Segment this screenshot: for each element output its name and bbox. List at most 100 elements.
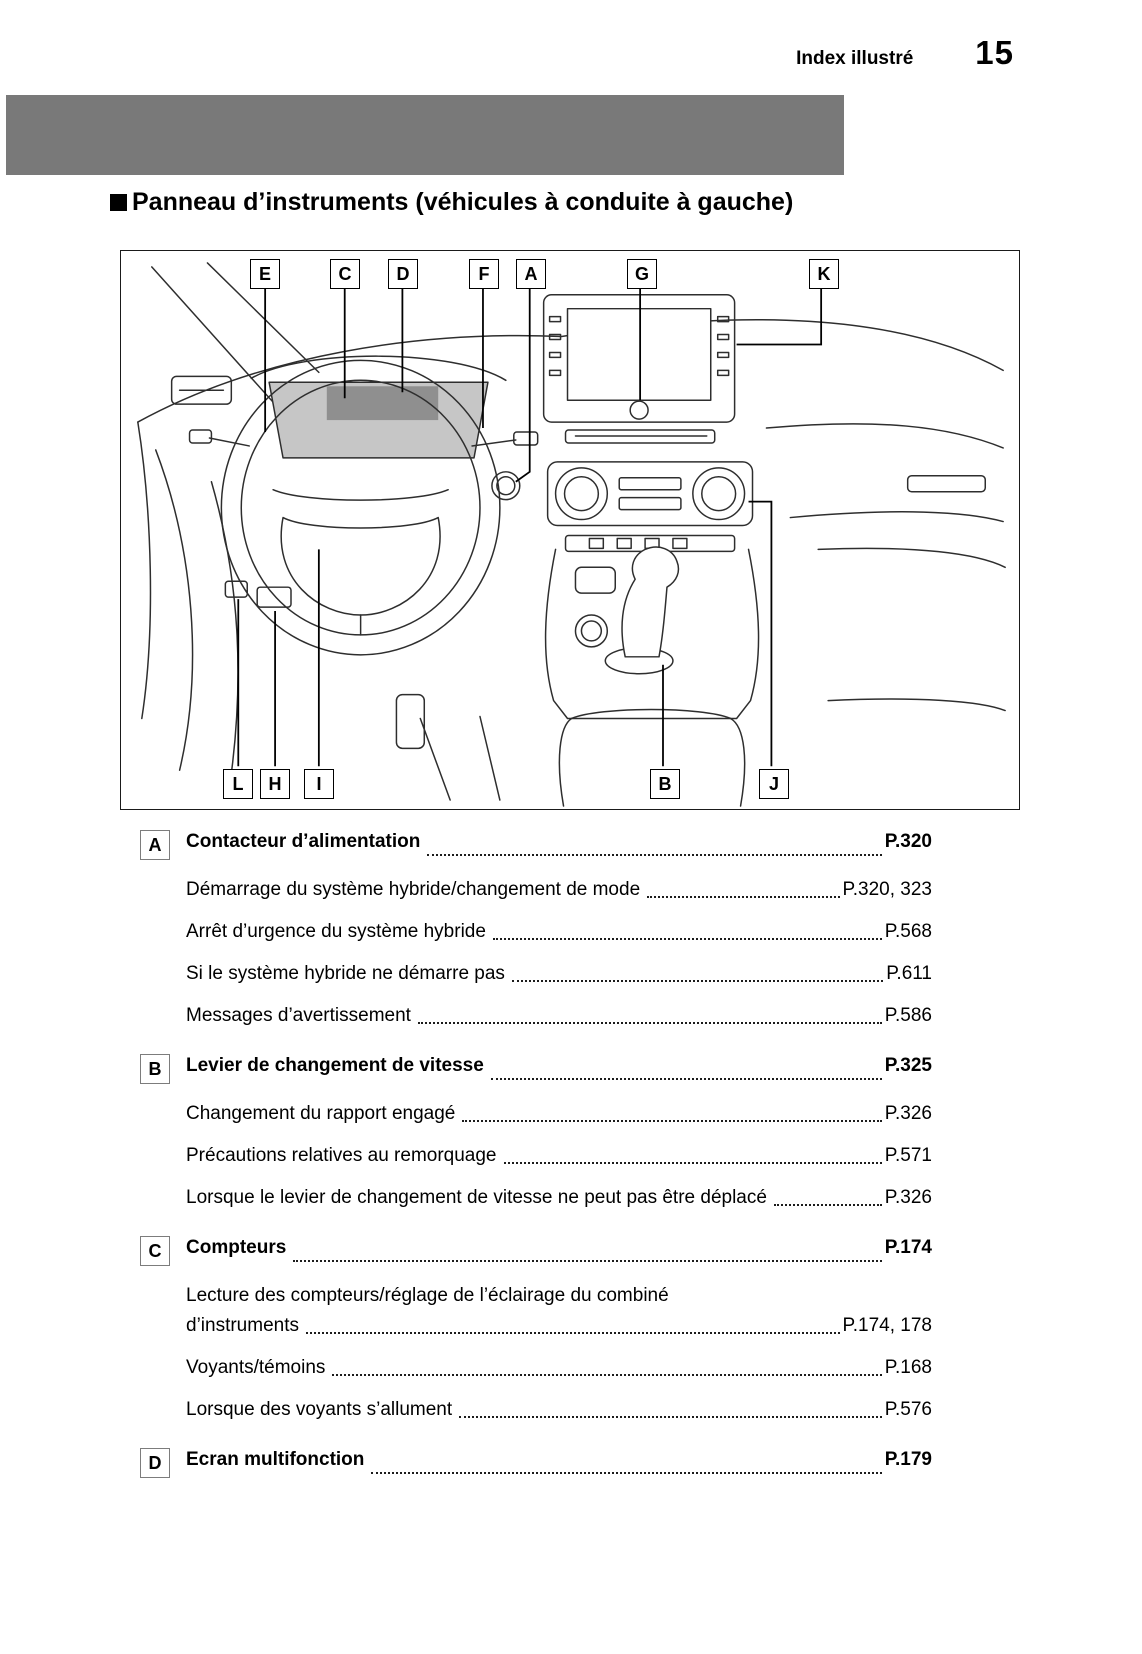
entry-head: A Contacteur d’alimentation P.320 [140, 830, 932, 860]
pedals [395, 693, 501, 801]
dashboard-diagram: E C D F A G K L H I B J [120, 250, 1020, 810]
page-ref: P.320 [884, 831, 932, 852]
seat [558, 708, 746, 807]
index-sub-item-line2: d’instruments P.174, 178 [140, 1314, 932, 1338]
page-ref: P.586 [884, 1005, 932, 1026]
callout-l: L [223, 769, 253, 799]
index-entry-d: D Ecran multifonction P.179 [140, 1448, 932, 1478]
callout-h: H [260, 769, 290, 799]
entry-letter-box: A [140, 830, 170, 860]
left-switch-panel [224, 580, 292, 608]
entry-letter-box: D [140, 1448, 170, 1478]
page-ref: P.325 [884, 1055, 932, 1076]
sub-item-label: Si le système hybride ne démarre pas [186, 963, 505, 984]
dotted-leader [332, 1374, 882, 1376]
callout-b: B [650, 769, 680, 799]
steering-wheel [220, 359, 501, 656]
dashboard-illustration [137, 262, 1006, 807]
entry-head: C Compteurs P.174 [140, 1236, 932, 1266]
square-bullet-icon [110, 194, 127, 211]
page-ref: P.326 [884, 1103, 932, 1124]
instrument-cluster [250, 355, 507, 459]
dotted-leader [490, 1078, 882, 1080]
page-ref: P.174 [884, 1237, 932, 1258]
entry-title: Ecran multifonction [186, 1449, 365, 1470]
infotainment-screen [542, 294, 736, 444]
index-sub-item-line1: Lecture des compteurs/réglage de l’éclai… [140, 1284, 932, 1308]
index-sub-item: Changement du rapport engagé P.326 [140, 1102, 932, 1126]
entry-letter-box: B [140, 1054, 170, 1084]
entry-head: B Levier de changement de vitesse P.325 [140, 1054, 932, 1084]
illustrated-index: A Contacteur d’alimentation P.320 Démarr… [140, 830, 932, 1478]
callout-e: E [250, 259, 280, 289]
callout-i: I [304, 769, 334, 799]
index-sub-item: Précautions relatives au remorquage P.57… [140, 1144, 932, 1168]
passenger-dash [765, 423, 1006, 712]
sub-item-label: Lorsque le levier de changement de vites… [186, 1187, 767, 1208]
index-sub-item: Démarrage du système hybride/changement … [140, 878, 932, 902]
index-entry-b: B Levier de changement de vitesse P.325 … [140, 1054, 932, 1210]
sub-item-label: Voyants/témoins [186, 1357, 326, 1378]
section-banner [6, 95, 844, 175]
callout-g: G [627, 259, 657, 289]
index-sub-item: Lorsque des voyants s’allument P.576 [140, 1398, 932, 1422]
entry-title: Compteurs [186, 1237, 287, 1258]
sub-item-label: d’instruments [186, 1315, 299, 1336]
sub-item-label: Lecture des compteurs/réglage de l’éclai… [186, 1285, 669, 1306]
sub-item-label: Démarrage du système hybride/changement … [186, 879, 641, 900]
page-header: Index illustré 15 [0, 34, 1014, 72]
page-ref: P.611 [886, 963, 932, 984]
sub-item-label: Arrêt d’urgence du système hybride [186, 921, 486, 942]
dotted-leader [417, 1022, 882, 1024]
control-stalks [188, 429, 539, 447]
sub-item-label: Messages d’avertissement [186, 1005, 411, 1026]
dotted-leader [503, 1162, 882, 1164]
index-sub-item: Messages d’avertissement P.586 [140, 1004, 932, 1028]
sub-item-label: Précautions relatives au remorquage [186, 1145, 497, 1166]
callout-j: J [759, 769, 789, 799]
index-sub-item: Lorsque le levier de changement de vites… [140, 1186, 932, 1210]
entry-title: Levier de changement de vitesse [186, 1055, 484, 1076]
entry-head: D Ecran multifonction P.179 [140, 1448, 932, 1478]
header-title: Index illustré [796, 48, 914, 69]
page-ref: P.174, 178 [842, 1315, 932, 1336]
index-sub-item: Si le système hybride ne démarre pas P.6… [140, 962, 932, 986]
climate-controls [546, 461, 754, 553]
callout-f: F [469, 259, 499, 289]
dotted-leader [427, 854, 882, 856]
dotted-leader [773, 1204, 882, 1206]
sub-item-label: Changement du rapport engagé [186, 1103, 456, 1124]
index-sub-item: Voyants/témoins P.168 [140, 1356, 932, 1380]
section-title-text: Panneau d’instruments (véhicules à condu… [132, 188, 794, 216]
sub-item-label: Lorsque des voyants s’allument [186, 1399, 453, 1420]
dotted-leader [492, 938, 882, 940]
dotted-leader [306, 1332, 840, 1334]
callout-a: A [516, 259, 546, 289]
entry-letter-box: C [140, 1236, 170, 1266]
page-ref: P.179 [884, 1449, 932, 1470]
page-number: 15 [975, 34, 1014, 71]
page-ref: P.571 [884, 1145, 932, 1166]
page-ref: P.576 [884, 1399, 932, 1420]
center-console [544, 548, 760, 720]
callout-k: K [809, 259, 839, 289]
dotted-leader [462, 1120, 882, 1122]
index-sub-item: Arrêt d’urgence du système hybride P.568 [140, 920, 932, 944]
dotted-leader [371, 1472, 882, 1474]
page-ref: P.326 [884, 1187, 932, 1208]
entry-title: Contacteur d’alimentation [186, 831, 421, 852]
leader-lines [237, 288, 823, 767]
dotted-leader [511, 980, 884, 982]
index-entry-c: C Compteurs P.174 Lecture des compteurs/… [140, 1236, 932, 1422]
callout-c: C [330, 259, 360, 289]
section-title: Panneau d’instruments (véhicules à condu… [110, 188, 793, 217]
dotted-leader [459, 1416, 882, 1418]
page-ref: P.320, 323 [842, 879, 932, 900]
callout-d: D [388, 259, 418, 289]
engine-start-button [491, 471, 521, 501]
page-ref: P.168 [884, 1357, 932, 1378]
index-entry-a: A Contacteur d’alimentation P.320 Démarr… [140, 830, 932, 1028]
dotted-leader [293, 1260, 882, 1262]
dotted-leader [647, 896, 840, 898]
shift-lever [604, 546, 680, 675]
